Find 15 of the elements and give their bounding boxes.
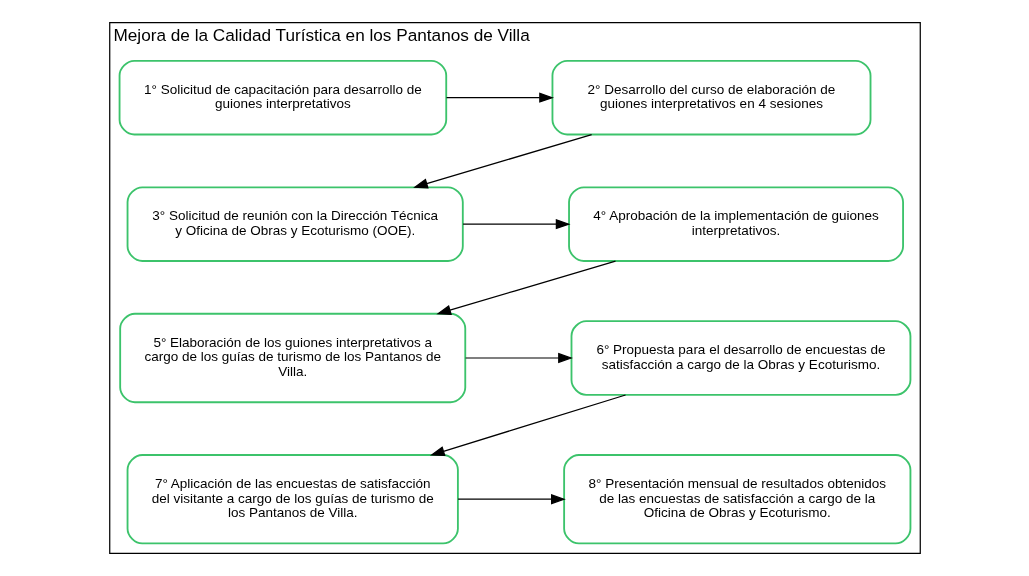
arrow bbox=[412, 133, 592, 189]
arrow bbox=[435, 260, 616, 315]
arrow bbox=[461, 218, 570, 230]
node-box: 6° Propuesta para el desarrollo de encuestas de satisfacción a cargo de la Obras y Ecoturismo. bbox=[570, 320, 911, 396]
arrow bbox=[457, 494, 566, 505]
node-box: 5° Elaboración de los guiones interpretativos a cargo de los guías de turismo de los Pantanos de Villa. bbox=[118, 312, 466, 404]
node-box: 7° Aplicación de las encuestas de satisfacción del visitante a cargo de los guías de turismo de los Pantanos de Villa. bbox=[126, 454, 459, 545]
node-box: 4° Aprobación de la implementación de guiones interpretativos. bbox=[567, 186, 904, 262]
node-box: 8° Presentación mensual de resultados obtenidos de las encuestas de satisfacción a cargo de la Oficina de Obras y Ecoturismo. bbox=[562, 454, 911, 545]
arrow bbox=[445, 92, 554, 103]
node-box: 3° Solicitud de reunión con la Dirección Técnica y Oficina de Obras y Ecoturismo (OOE). bbox=[126, 186, 464, 262]
arrow bbox=[464, 352, 573, 364]
node-box: 2° Desarrollo del curso de elaboración de guiones interpretativos en 4 sesiones bbox=[551, 59, 871, 136]
arrow bbox=[429, 394, 626, 457]
node-box: 1° Solicitud de capacitación para desarrollo de guiones interpretativos bbox=[118, 59, 447, 136]
